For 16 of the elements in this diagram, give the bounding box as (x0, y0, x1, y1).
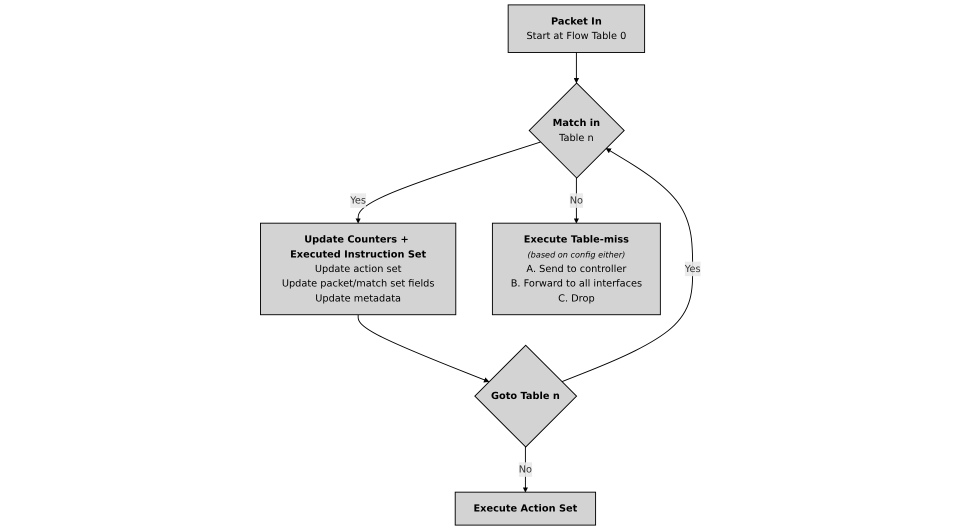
edge-label: Yes (350, 194, 367, 206)
node-diamond: Match in Table n (529, 82, 626, 179)
arrow (574, 178, 580, 224)
node-box: Update Counters + Executed Instruction Set Update action set Update packet/match set fields Update metadata (260, 222, 457, 316)
arrow (562, 148, 694, 382)
arrow (574, 52, 580, 84)
arrow (358, 314, 490, 382)
node-box: Execute Table-miss (based on config either) A. Send to controller B. Forward to all interfaces C. Drop (492, 222, 662, 316)
node-box: Execute Action Set (455, 492, 597, 526)
node-diamond: Goto Table n (474, 344, 578, 448)
edge-label: Yes (685, 262, 702, 274)
edge-label: No (519, 463, 533, 476)
arrow (356, 142, 542, 224)
node-box: Packet In Start at Flow Table 0 (508, 4, 646, 53)
arrow (523, 446, 529, 492)
edge-label: No (570, 194, 584, 206)
